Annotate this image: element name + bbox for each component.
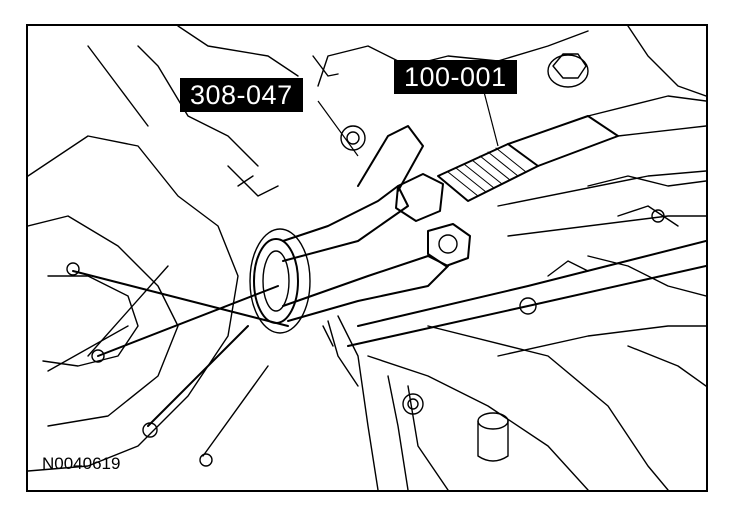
figure-id-label: N0040619: [42, 454, 121, 473]
transmission-illustration: [28, 26, 706, 490]
figure-frame: 308-047 100-001 N0040619: [26, 24, 708, 492]
callout-leader-lines: [317, 87, 499, 157]
callout-label-308-047: 308-047: [180, 78, 303, 112]
leader-line-tool-a: [317, 100, 359, 157]
callout-label-100-001: 100-001: [394, 60, 517, 94]
leader-line-tool-b: [482, 87, 499, 147]
